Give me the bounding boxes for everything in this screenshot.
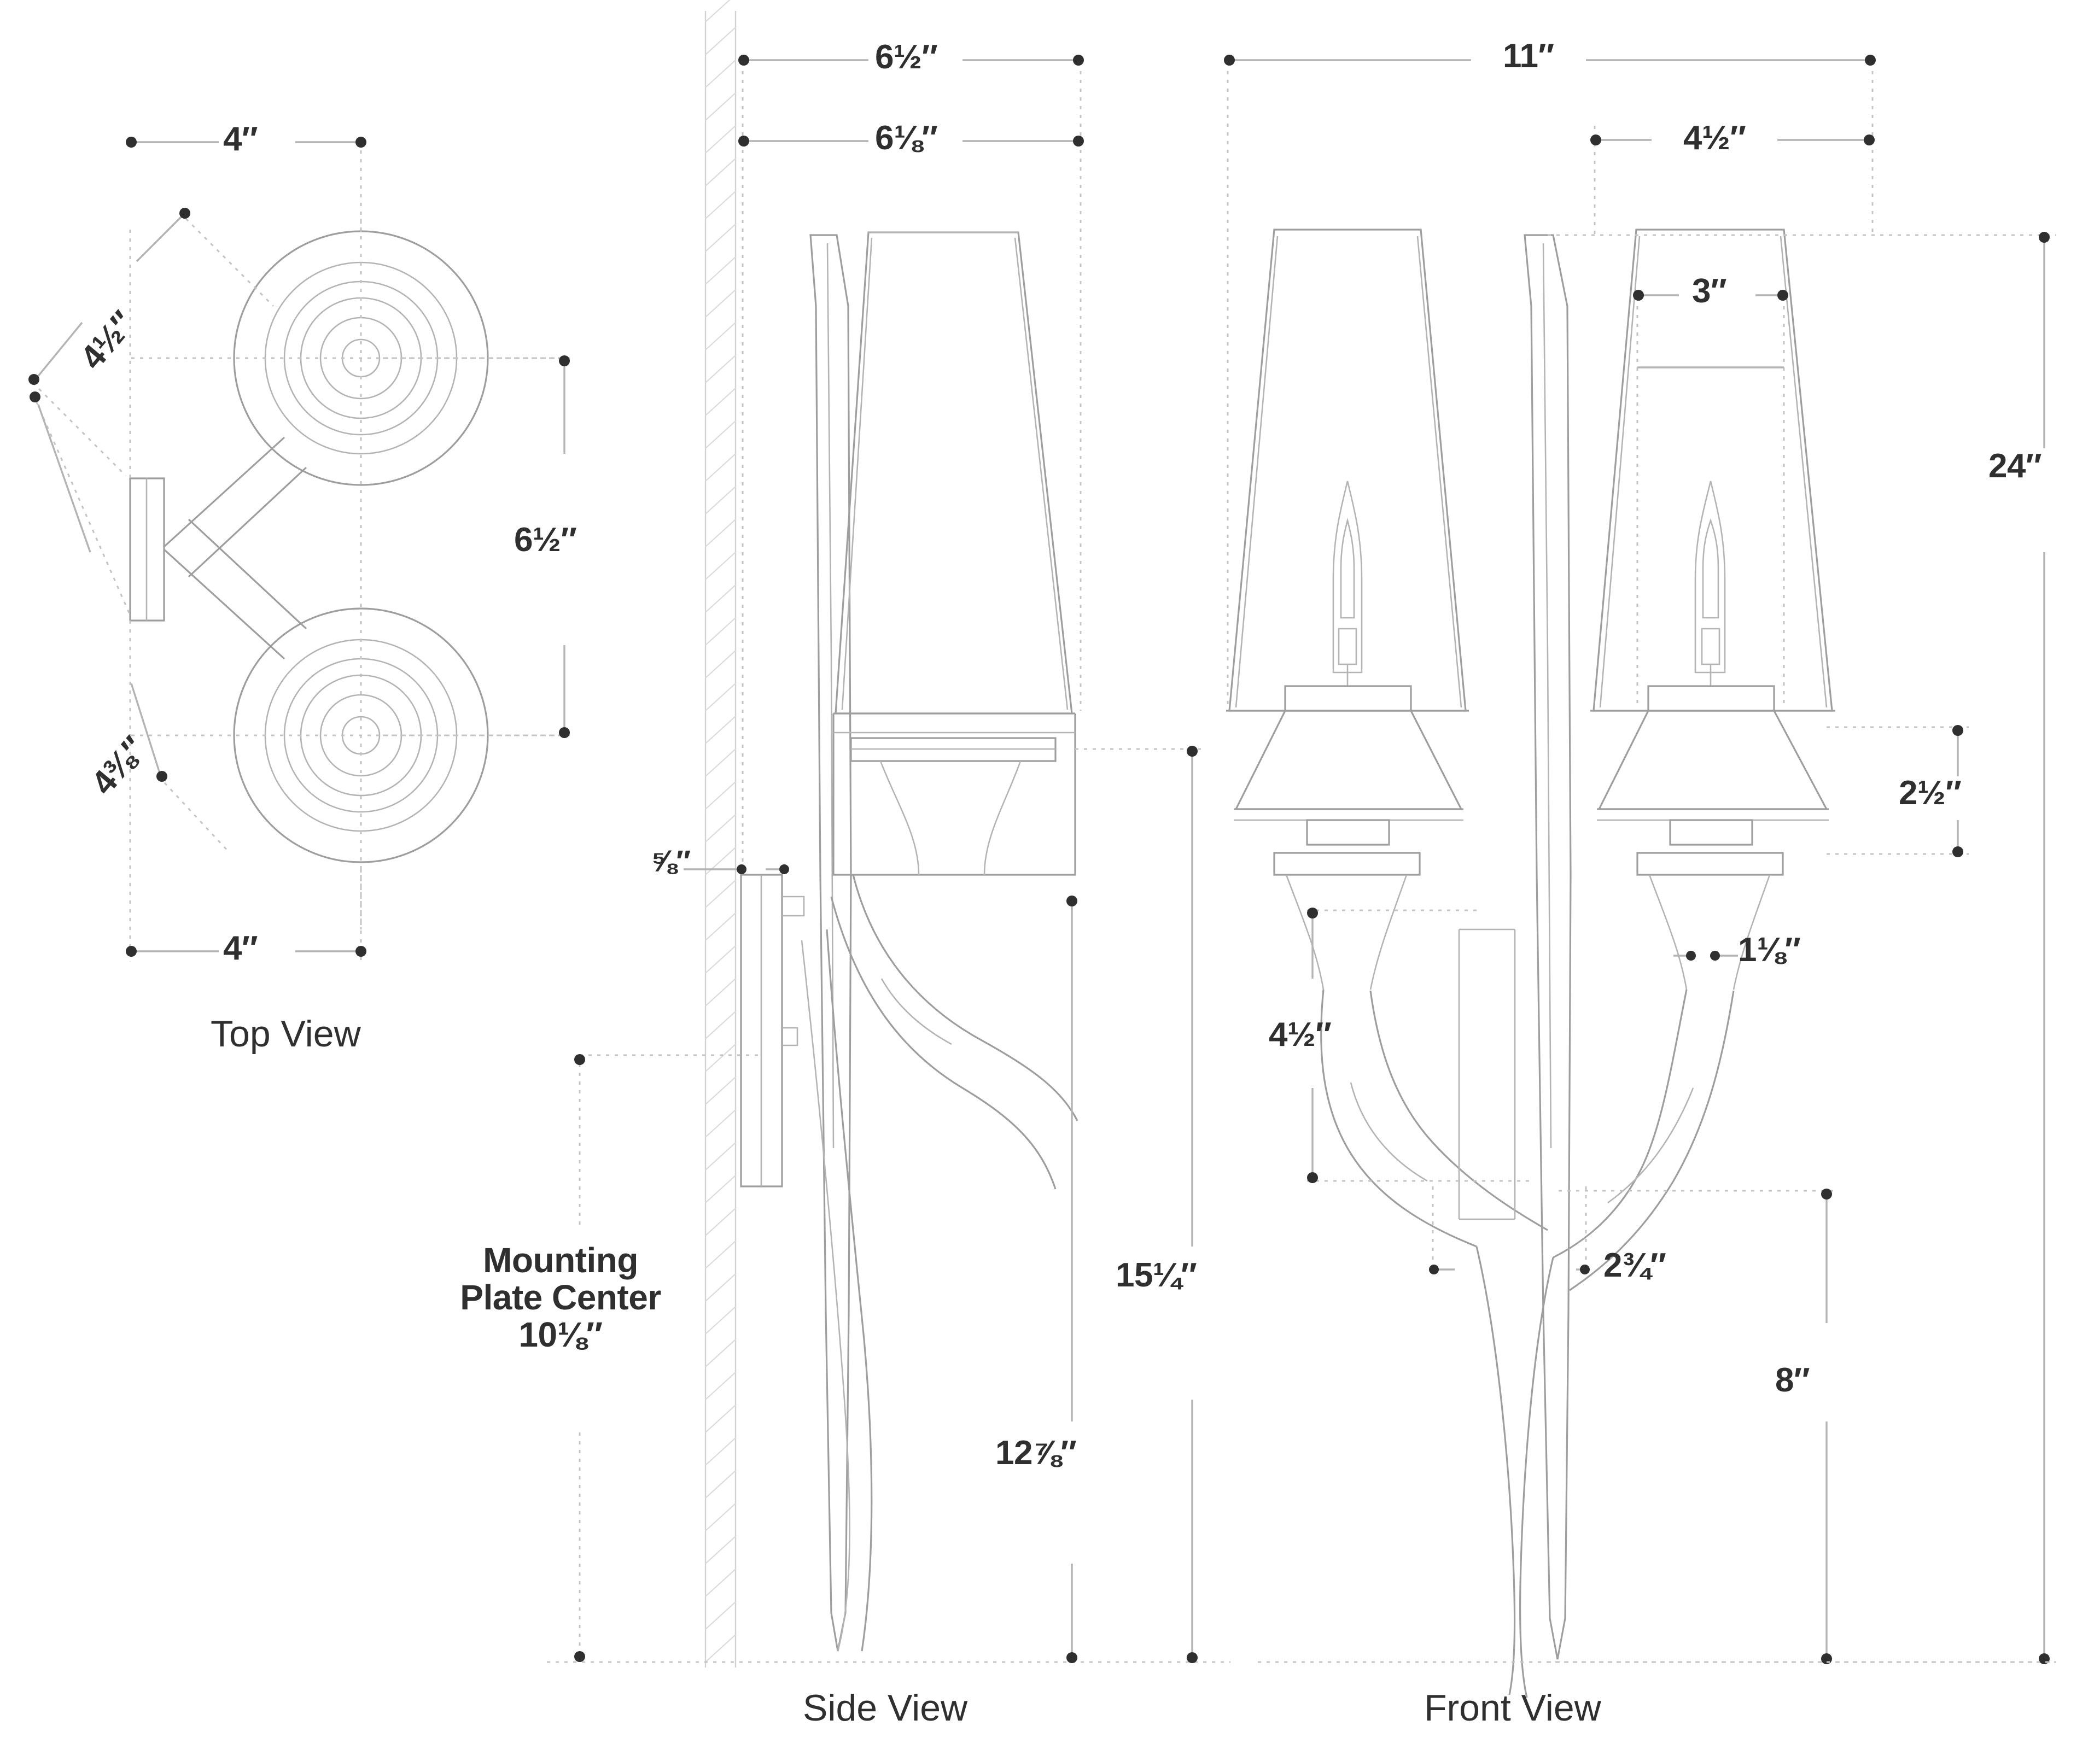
front-view-geometry	[1224, 55, 2056, 1698]
front-view-label: Front View	[1424, 1687, 1601, 1729]
dim-top-width-lower: 4″	[223, 929, 258, 967]
mpc-line-3: 10⅛″	[518, 1314, 603, 1354]
top-view-geometry	[28, 137, 574, 962]
dim-front-overall-height: 24″	[1988, 447, 2042, 485]
dim-top-depth: 6½″	[514, 521, 577, 559]
dim-side-backplate-thickness: ⅝″	[651, 844, 691, 878]
dim-side-height-lower: 12⅞″	[995, 1434, 1077, 1472]
dim-side-shade-depth-outer: 6½″	[875, 38, 938, 76]
dim-front-lower-height: 8″	[1775, 1361, 1810, 1399]
dim-front-arm-drop: 4½″	[1269, 1016, 1332, 1054]
dim-top-width-upper: 4″	[223, 120, 258, 158]
side-view-geometry	[547, 0, 1230, 1668]
dim-side-height-upper: 15¼″	[1116, 1256, 1197, 1294]
dim-front-overall-width: 11″	[1503, 37, 1554, 75]
dim-front-bobeche: 2½″	[1899, 774, 1962, 812]
mpc-line-1: Mounting	[483, 1241, 638, 1280]
mounting-plate-center-label: Mounting Plate Center 10⅛″	[416, 1242, 705, 1353]
dim-front-arm-offset: 1⅛″	[1738, 931, 1801, 969]
mpc-line-2: Plate Center	[460, 1277, 661, 1317]
dim-front-stem-offset: 2¾″	[1603, 1247, 1666, 1284]
dim-front-shade-top: 3″	[1692, 272, 1727, 310]
dim-front-shade-bottom: 4½″	[1683, 119, 1746, 157]
top-view-label: Top View	[211, 1013, 361, 1055]
dim-side-shade-depth-inner: 6⅛″	[875, 119, 938, 157]
side-view-label: Side View	[803, 1687, 968, 1729]
